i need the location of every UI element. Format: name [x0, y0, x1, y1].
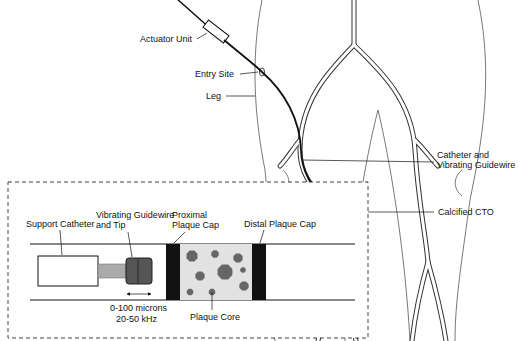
frequency-label: 20-50 kHz — [116, 314, 157, 324]
part-label: Catheter and Vibrating Guidewire — [437, 150, 517, 170]
calcium-deposit — [187, 251, 198, 262]
part-label: Actuator Unit — [140, 34, 192, 44]
part-label: Vibrating Guidewire and Tip — [96, 210, 176, 230]
calcium-deposit — [218, 265, 233, 280]
calcium-deposit — [211, 250, 218, 257]
calcium-deposit — [195, 271, 204, 280]
entry-site — [260, 68, 265, 76]
part-label: Distal Plaque Cap — [244, 219, 316, 229]
calcium-deposit — [240, 267, 246, 273]
distal-cap — [252, 244, 266, 300]
calcium-deposit — [187, 289, 193, 295]
calcium-deposit — [239, 281, 248, 290]
inset-leaders — [60, 230, 264, 310]
guidewire-tip — [126, 258, 152, 284]
part-label: Calcified CTO — [438, 207, 494, 217]
inset-frame — [8, 182, 368, 338]
part-label: Proximal Plaque Cap — [172, 210, 228, 230]
part-label: Entry Site — [195, 69, 234, 79]
guidewire — [98, 264, 126, 278]
plaque-core — [180, 244, 252, 300]
part-label: Leg — [206, 91, 221, 101]
support-catheter — [38, 256, 98, 286]
part-label: Plaque Core — [190, 312, 240, 322]
calcium-deposit — [233, 253, 242, 262]
dimension-label: 0-100 microns — [110, 303, 167, 313]
vessel-section — [30, 244, 355, 300]
calcium-deposits — [187, 250, 249, 295]
actuator-unit — [203, 20, 229, 43]
part-label: Support Catheter — [26, 219, 95, 229]
proximal-cap — [166, 244, 180, 300]
